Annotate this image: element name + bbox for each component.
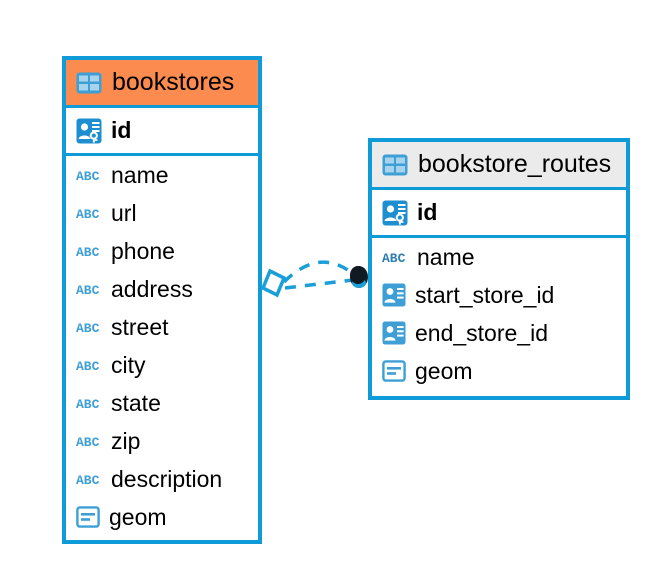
field-row-url[interactable]: ABC url <box>66 194 258 232</box>
field-row-end-store-id[interactable]: end_store_id <box>372 314 626 352</box>
svg-text:ABC: ABC <box>76 397 100 412</box>
field-label: description <box>111 465 223 492</box>
field-row-geom[interactable]: geom <box>66 498 258 536</box>
text-type-icon: ABC <box>76 166 102 184</box>
svg-text:ABC: ABC <box>76 435 100 450</box>
table-icon <box>76 72 102 94</box>
field-row-phone[interactable]: ABC phone <box>66 232 258 270</box>
relationship-line-end-store[interactable] <box>284 278 354 290</box>
field-label: address <box>111 275 193 302</box>
text-type-icon: ABC <box>76 356 102 374</box>
text-type-icon: ABC <box>76 394 102 412</box>
field-label: state <box>111 389 161 416</box>
svg-text:ABC: ABC <box>76 169 100 184</box>
field-label: phone <box>111 237 175 264</box>
field-row-zip[interactable]: ABC zip <box>66 422 258 460</box>
foreign-key-icon <box>382 321 406 345</box>
field-label: name <box>417 243 475 270</box>
field-row-geom[interactable]: geom <box>372 352 626 390</box>
field-label: end_store_id <box>415 319 548 346</box>
svg-text:ABC: ABC <box>76 359 100 374</box>
svg-text:ABC: ABC <box>76 245 100 260</box>
field-label: geom <box>415 357 473 384</box>
primary-key-section-bookstore-routes: id <box>372 190 626 238</box>
field-row-id[interactable]: id <box>66 108 258 153</box>
field-label: name <box>111 161 169 188</box>
svg-text:ABC: ABC <box>76 473 100 488</box>
svg-text:ABC: ABC <box>76 283 100 298</box>
text-type-icon: ABC <box>76 318 102 336</box>
field-label: url <box>111 199 137 226</box>
relationship-line-start-store[interactable] <box>282 260 359 284</box>
field-list-bookstores: ABC name ABC url ABC pho <box>66 156 258 536</box>
field-label: zip <box>111 427 141 454</box>
field-row-description[interactable]: ABC description <box>66 460 258 498</box>
text-type-icon: ABC <box>76 470 102 488</box>
table-icon <box>382 154 408 176</box>
text-type-icon: ABC <box>76 432 102 450</box>
svg-text:ABC: ABC <box>76 207 100 222</box>
relationship-diamond-marker <box>260 268 287 298</box>
field-row-street[interactable]: ABC street <box>66 308 258 346</box>
field-row-state[interactable]: ABC state <box>66 384 258 422</box>
text-type-icon: ABC <box>76 280 102 298</box>
field-list-bookstore-routes: ABC name start_store_id <box>372 238 626 390</box>
field-row-name[interactable]: ABC name <box>372 238 626 276</box>
primary-key-icon <box>76 118 102 144</box>
field-label: street <box>111 313 169 340</box>
entity-title: bookstore_routes <box>418 150 612 178</box>
field-label: city <box>111 351 146 378</box>
field-row-city[interactable]: ABC city <box>66 346 258 384</box>
field-label: start_store_id <box>415 281 555 308</box>
entity-header-bookstores[interactable]: bookstores <box>66 60 258 108</box>
field-row-address[interactable]: ABC address <box>66 270 258 308</box>
field-label: id <box>417 199 438 225</box>
text-type-icon: ABC <box>76 204 102 222</box>
text-type-icon: ABC <box>382 248 408 266</box>
field-label: geom <box>109 503 167 530</box>
field-label: id <box>111 117 132 143</box>
primary-key-icon <box>382 200 408 226</box>
field-row-id[interactable]: id <box>372 190 626 235</box>
text-type-icon: ABC <box>76 242 102 260</box>
svg-text:ABC: ABC <box>76 321 100 336</box>
entity-table-bookstore-routes[interactable]: bookstore_routes <box>368 138 630 400</box>
geometry-type-icon <box>382 360 406 382</box>
foreign-key-icon <box>382 283 406 307</box>
entity-table-bookstores[interactable]: bookstores id <box>62 56 262 544</box>
geometry-type-icon <box>76 506 100 528</box>
field-row-name[interactable]: ABC name <box>66 156 258 194</box>
field-row-start-store-id[interactable]: start_store_id <box>372 276 626 314</box>
relationship-circle-marker <box>350 266 368 288</box>
entity-title: bookstores <box>112 68 235 96</box>
entity-header-bookstore-routes[interactable]: bookstore_routes <box>372 142 626 190</box>
svg-text:ABC: ABC <box>382 251 406 266</box>
primary-key-section-bookstores: id <box>66 108 258 156</box>
